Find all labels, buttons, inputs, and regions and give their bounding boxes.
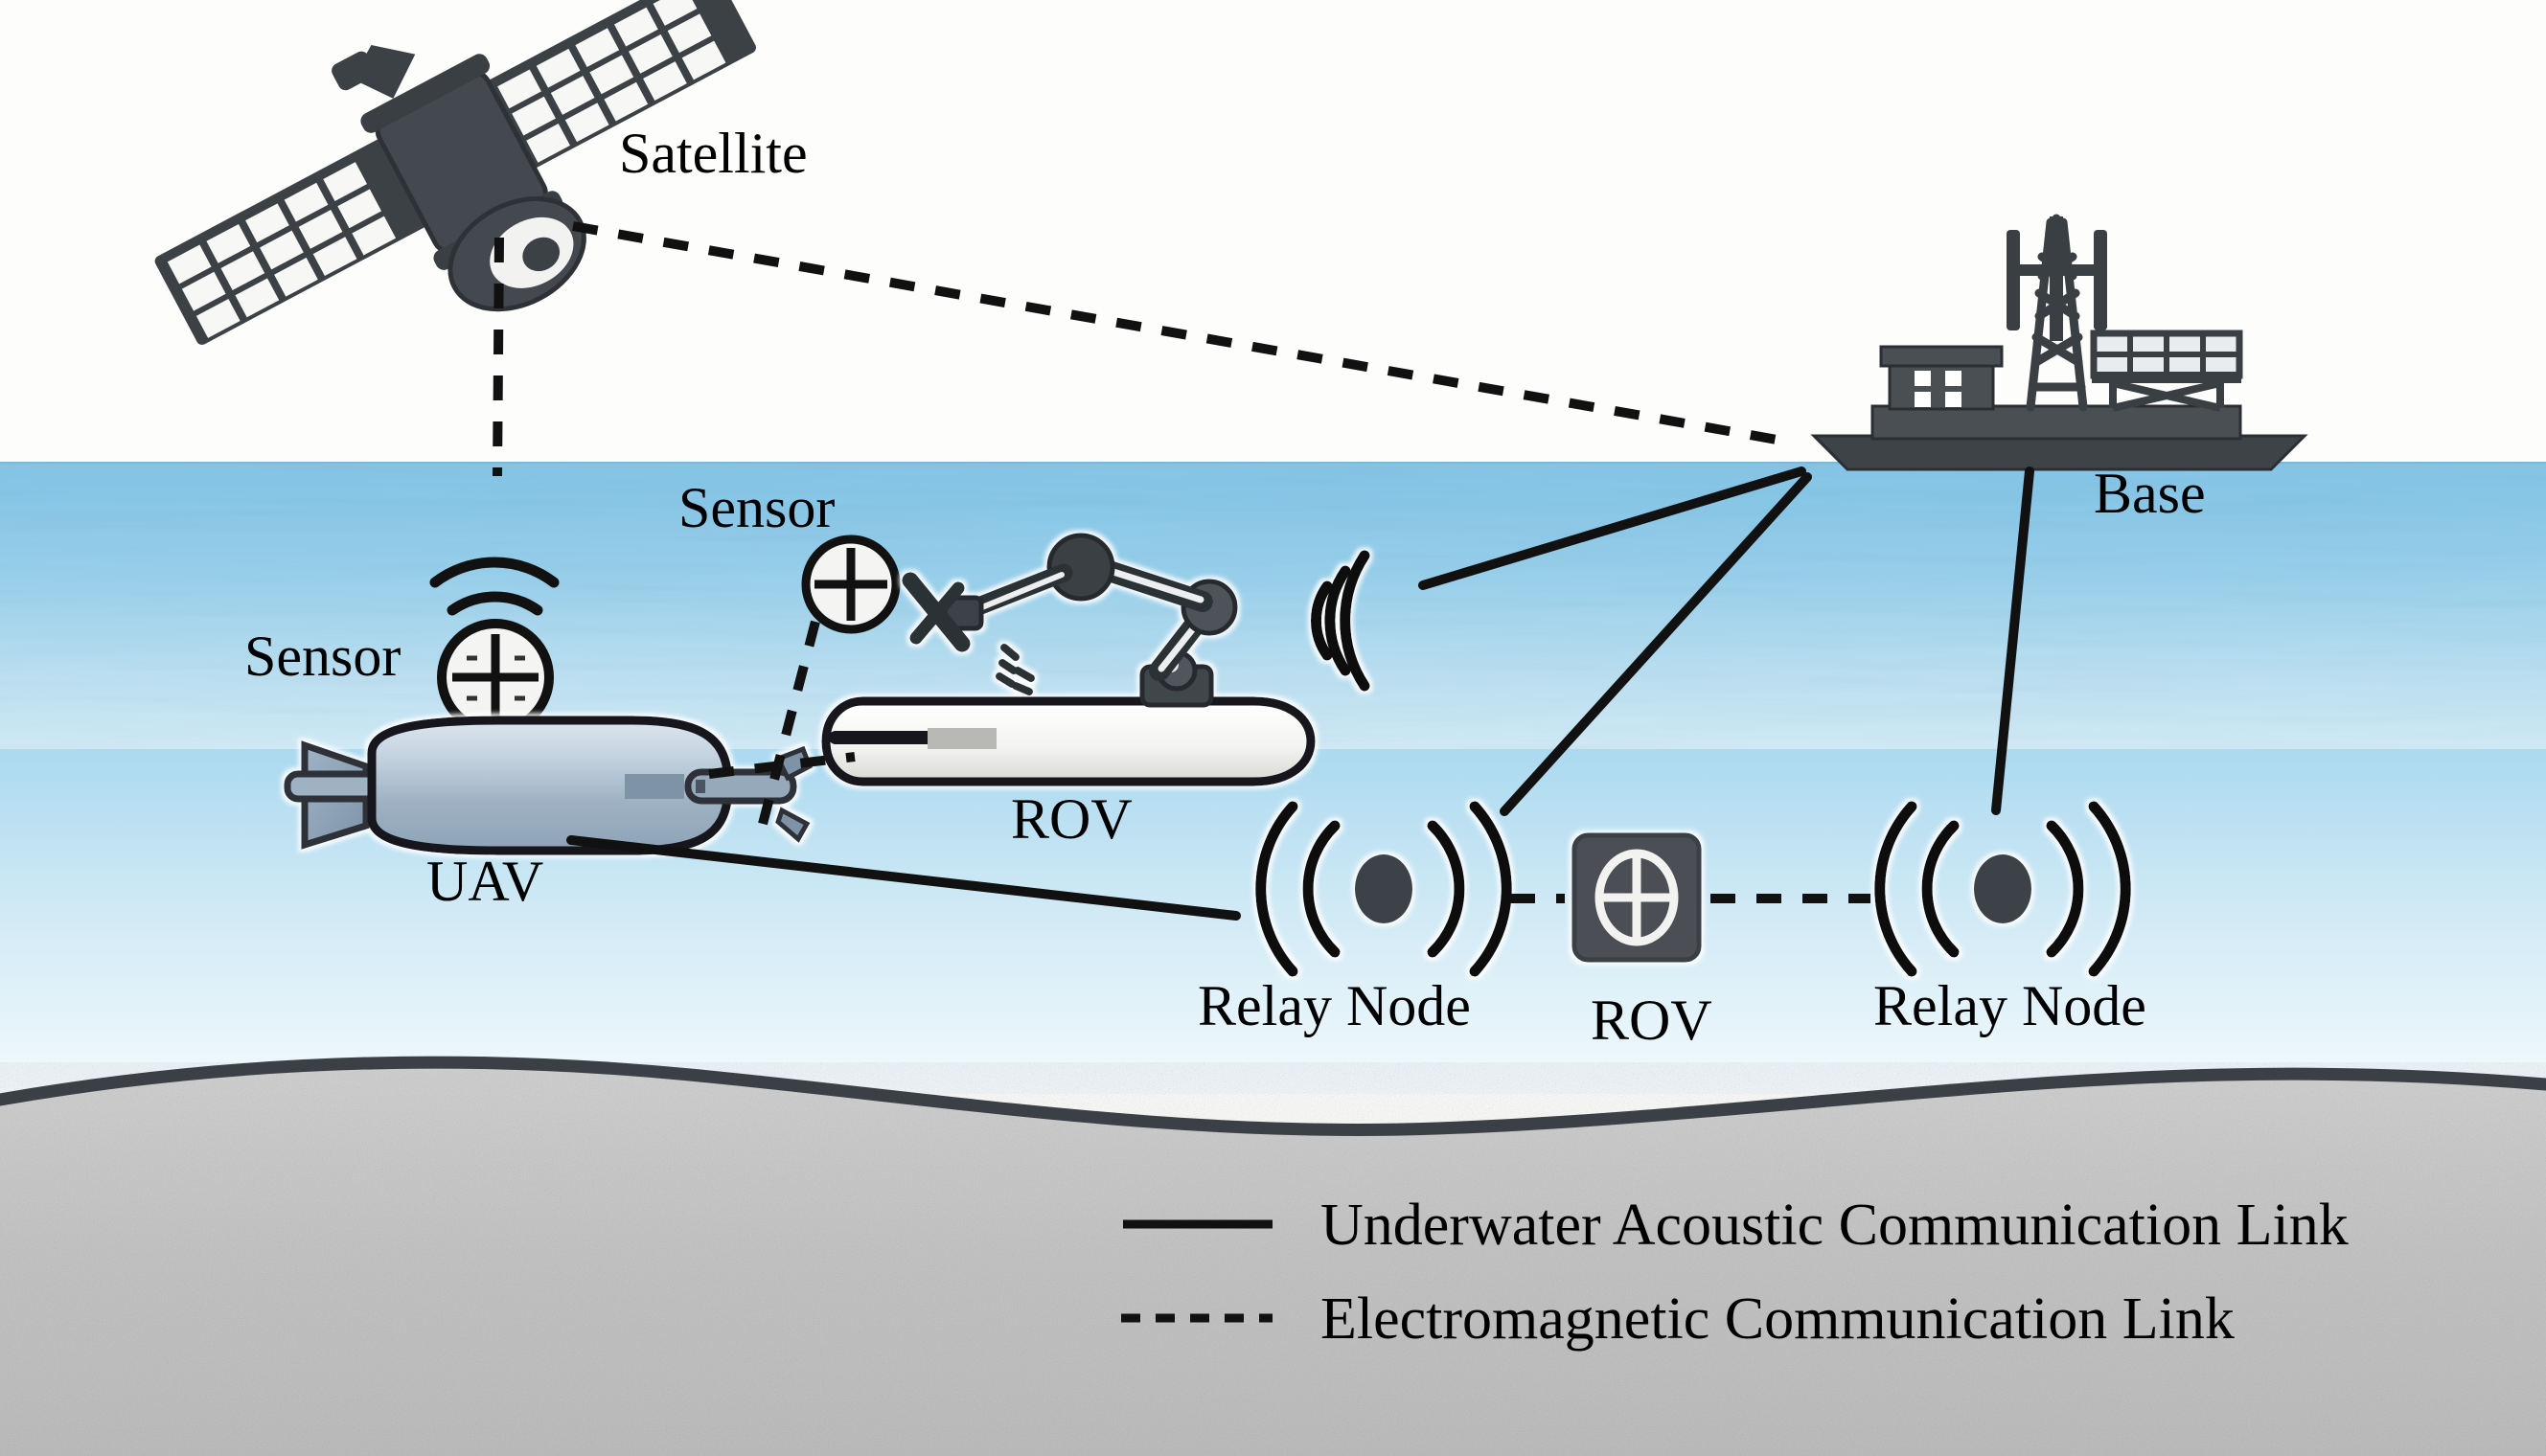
label-base: Base xyxy=(2094,462,2206,525)
uav-icon xyxy=(284,716,814,855)
sensor-circle-icon-uav xyxy=(429,557,560,778)
rov-manipulator-icon xyxy=(821,533,1316,786)
label-sensor-uav: Sensor xyxy=(244,625,401,688)
link-satellite-base xyxy=(572,221,1783,445)
label-rov-box: ROV xyxy=(1591,989,1712,1052)
link-base-acoustic xyxy=(1418,466,1806,590)
link-uav-sensor xyxy=(758,616,821,826)
acoustic-links xyxy=(566,466,2034,921)
legend-label-electromagnetic: Electromagnetic Communication Link xyxy=(1320,1286,2235,1352)
link-base-relayleft xyxy=(1500,472,1812,816)
relay-node-icon-left xyxy=(1255,801,1512,977)
link-uav-rov xyxy=(708,752,856,779)
base-station-icon xyxy=(1810,214,2308,471)
rov-box-icon xyxy=(1571,832,1702,963)
label-satellite: Satellite xyxy=(619,122,808,185)
seabed xyxy=(0,1056,2546,1456)
link-satellite-sensor xyxy=(493,237,504,477)
label-sensor-mid: Sensor xyxy=(678,476,836,539)
label-relay-node-right: Relay Node xyxy=(1873,974,2146,1037)
label-uav: UAV xyxy=(426,850,544,913)
relay-node-icon-right xyxy=(1874,801,2131,977)
label-relay-node-left: Relay Node xyxy=(1198,974,1471,1037)
label-rov-arm: ROV xyxy=(1011,787,1133,851)
electromagnetic-links xyxy=(493,221,1870,903)
link-base-relayright xyxy=(1991,466,2034,815)
acoustic-wave-cluster xyxy=(1310,550,1370,692)
legend-label-acoustic: Underwater Acoustic Communication Link xyxy=(1320,1193,2349,1258)
link-uav-relayleft xyxy=(566,835,1241,921)
satellite-icon xyxy=(154,0,756,345)
legend-samples xyxy=(1121,1219,1273,1323)
sensor-circle-icon-mid xyxy=(801,535,901,634)
